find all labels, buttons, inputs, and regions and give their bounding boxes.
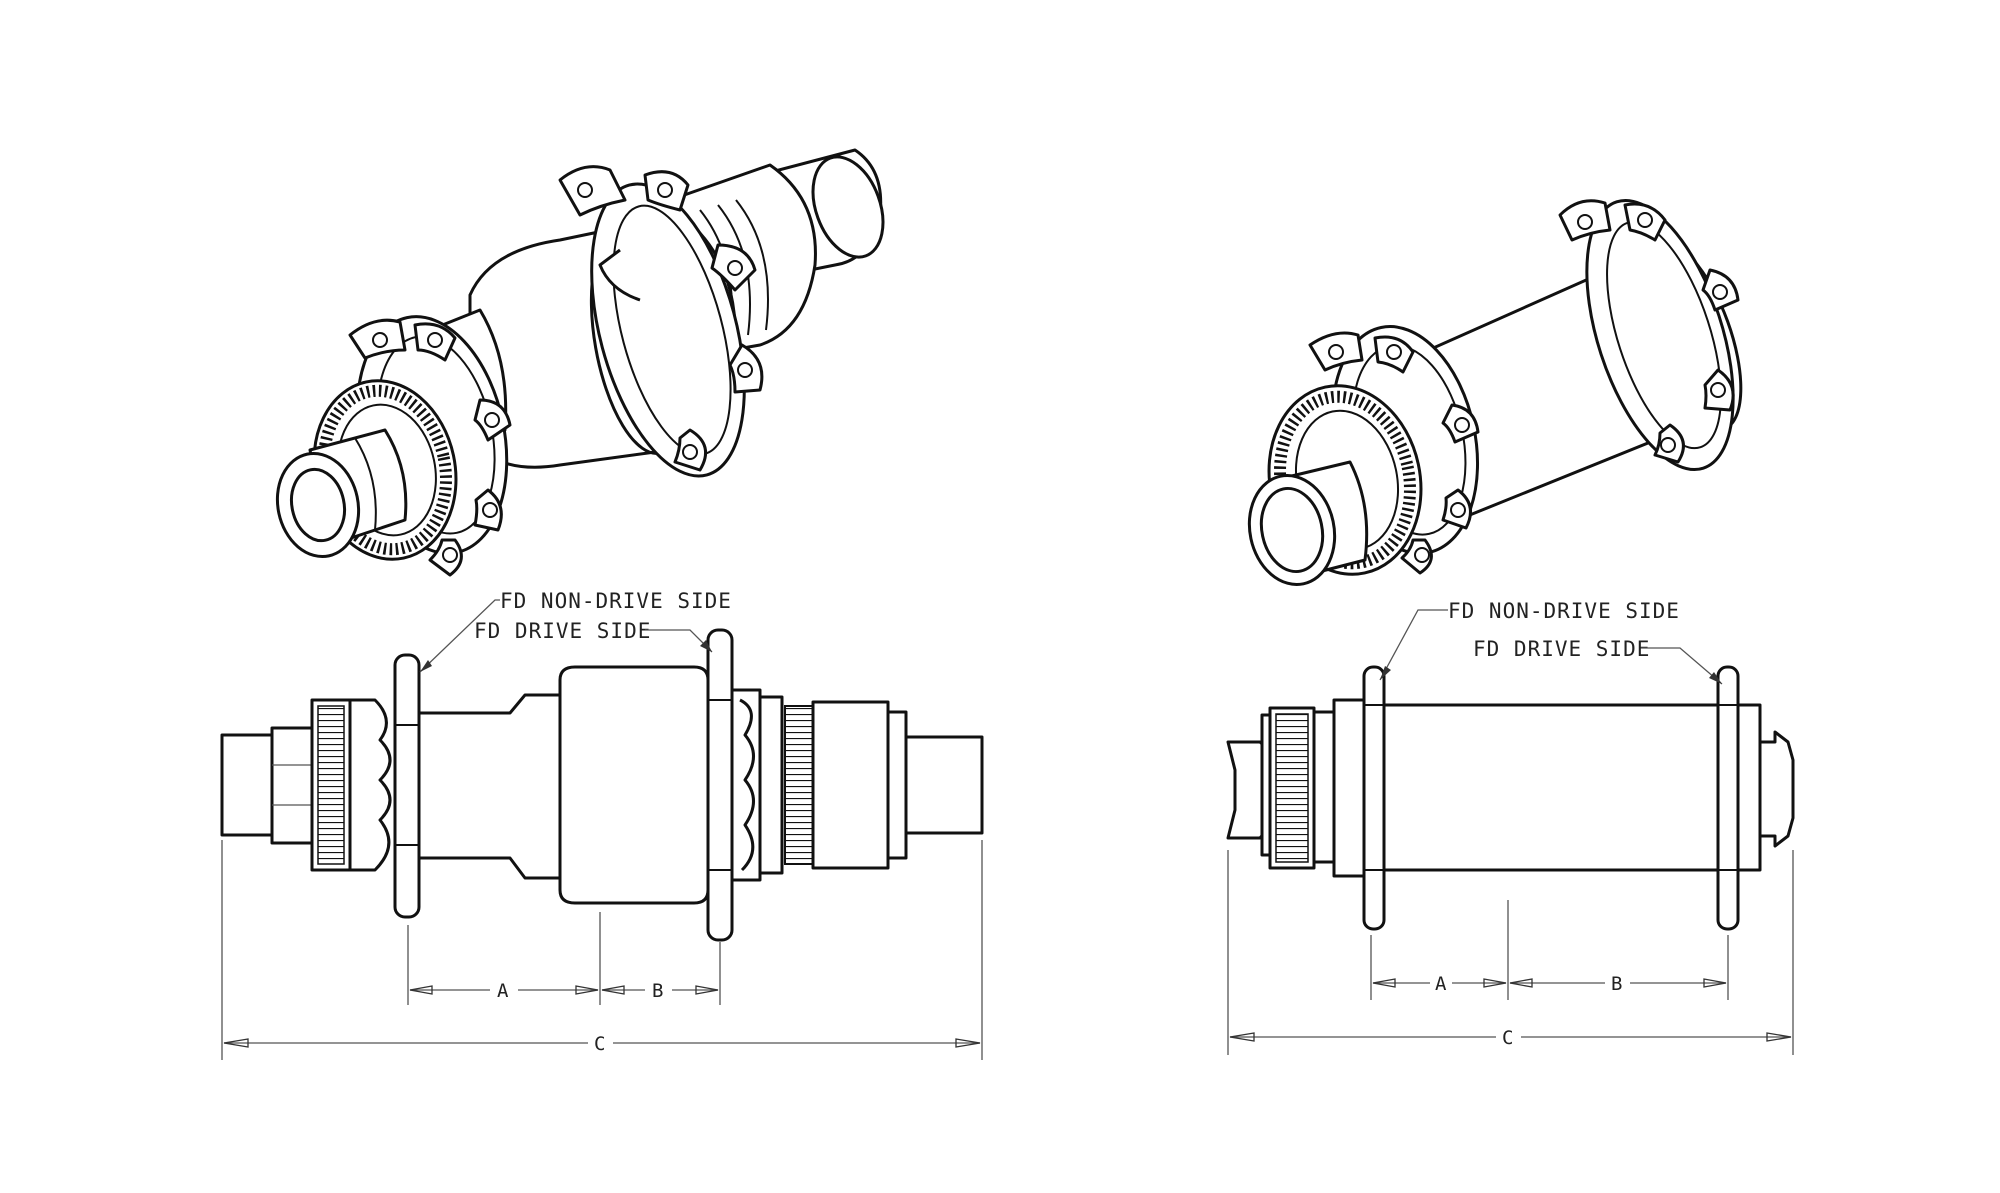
front-left-flange: [1362, 665, 1386, 931]
front-hub-callouts: FD NON-DRIVE SIDE FD DRIVE SIDE: [1379, 599, 1723, 685]
rear-hub-body-center: [558, 665, 710, 905]
front-iso-axle-left: [1247, 460, 1369, 587]
rear-hub-side-view: [220, 628, 984, 942]
rear-label-drive-side: FD DRIVE SIDE: [474, 619, 651, 643]
rear-freehub-body: [811, 700, 890, 870]
rear-dim-a-label: A: [497, 980, 509, 1002]
front-label-drive-side: FD DRIVE SIDE: [1473, 637, 1650, 661]
rear-dim-c-label: C: [594, 1033, 605, 1055]
front-hub-side-view: [1226, 665, 1795, 931]
rear-end-cap-left: [270, 726, 314, 845]
front-dim-b-label: B: [1611, 973, 1622, 995]
rear-axle-end-left: [220, 733, 276, 837]
front-axle-end-right: [1758, 730, 1795, 848]
rear-hub-body-left: [417, 693, 562, 880]
rear-freehub-lockring: [758, 695, 784, 875]
front-dim-a-label: A: [1435, 973, 1447, 995]
front-hub-body: [1382, 703, 1720, 872]
front-label-non-drive-side: FD NON-DRIVE SIDE: [1448, 599, 1680, 623]
rear-label-non-drive-side: FD NON-DRIVE SIDE: [500, 589, 732, 613]
rear-non-drive-flange: [393, 653, 421, 919]
rear-iso-drive-flange: [558, 165, 764, 478]
rear-axle-end-right: [904, 735, 984, 835]
front-left-collar: [1332, 698, 1366, 878]
rear-hub-dimensions: A B C: [221, 840, 983, 1060]
front-iso-right-flange: [1558, 198, 1740, 472]
rear-hub-isometric-view: [275, 148, 885, 577]
rear-rotor-splines: [348, 698, 392, 872]
rear-drive-flange: [706, 628, 734, 942]
rear-freehub-thread: [784, 705, 814, 865]
front-hub-isometric-view: [1247, 198, 1743, 587]
front-hub-dimensions: A B C: [1227, 850, 1794, 1055]
rear-iso-axle-left: [275, 428, 408, 559]
rear-hub-callouts: FD NON-DRIVE SIDE FD DRIVE SIDE: [419, 589, 732, 673]
rear-drive-pawls: [739, 698, 755, 872]
rear-dim-b-label: B: [652, 980, 663, 1002]
front-right-flange: [1716, 665, 1740, 931]
front-dim-c-label: C: [1502, 1027, 1513, 1049]
